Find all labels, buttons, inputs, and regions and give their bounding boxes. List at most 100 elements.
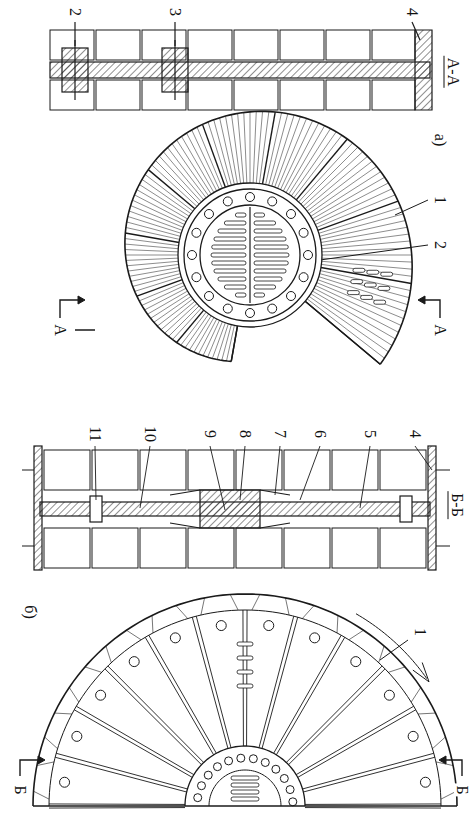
rim-stroke — [152, 606, 188, 633]
blade-line — [128, 264, 179, 271]
blade-line — [134, 195, 186, 222]
blade-hole — [378, 286, 390, 290]
blade-block — [140, 450, 186, 490]
blade-line — [194, 317, 214, 352]
hub-slot — [254, 253, 289, 257]
blade-block — [236, 528, 282, 568]
section-title: Б-Б — [448, 491, 465, 519]
rim-stroke — [349, 630, 384, 662]
blade-line — [155, 160, 199, 204]
blade-line — [181, 312, 206, 345]
hub-slot — [231, 776, 259, 780]
blade-line — [127, 261, 178, 265]
hub-bolt — [213, 763, 221, 771]
callout-number: а) — [432, 132, 448, 148]
hub-bolt — [287, 292, 296, 301]
blade-line — [238, 113, 244, 183]
callout-number: 7 — [272, 428, 288, 440]
blade-hole — [367, 270, 379, 274]
blade-block — [332, 528, 378, 568]
blade-line — [322, 258, 412, 262]
hub-bolt — [237, 754, 245, 762]
blade-block — [372, 30, 415, 60]
hub-slot — [254, 269, 286, 273]
blade-line — [142, 285, 185, 305]
hub-slot — [224, 221, 246, 225]
hub-bolt — [299, 228, 308, 237]
hub-slot — [254, 285, 276, 289]
blade-line — [197, 127, 222, 188]
spoke — [305, 804, 441, 808]
blade-line — [307, 299, 384, 358]
rotation-arrow — [356, 614, 427, 679]
hub-slot — [235, 293, 246, 297]
rim-stroke — [69, 667, 101, 702]
blade-line — [137, 190, 188, 219]
disc-outline — [125, 111, 412, 364]
blade-line — [315, 285, 401, 325]
blade-line — [126, 227, 180, 239]
blade-line — [214, 120, 232, 186]
blade-line — [189, 316, 211, 350]
blade-line — [320, 274, 410, 298]
hub-ring — [200, 205, 300, 305]
blade-line — [321, 268, 411, 284]
blade-line — [244, 113, 247, 184]
leader-line — [140, 446, 150, 508]
blade-block — [92, 528, 138, 568]
callout-number: А — [432, 322, 448, 338]
hub-ring — [185, 746, 305, 806]
blade-block — [50, 30, 94, 60]
blade-line — [208, 322, 223, 358]
section-title: А-А — [444, 56, 461, 88]
blade-line — [131, 271, 180, 282]
callout-number: 8 — [237, 428, 253, 440]
fan-wheel-a — [60, 111, 440, 364]
blade-line — [125, 250, 178, 252]
callout-number: 2 — [432, 239, 448, 251]
spoke — [192, 616, 231, 748]
callout-number: Б — [454, 783, 470, 796]
blade-line — [266, 113, 282, 185]
hub-slot — [214, 269, 246, 273]
blade-block — [380, 450, 426, 490]
blade-hole — [237, 684, 253, 688]
spoke — [243, 610, 247, 746]
hub-bolt — [197, 782, 205, 790]
rim-bolt — [60, 777, 70, 787]
blade-line — [296, 139, 347, 200]
blade-line — [137, 280, 182, 297]
hub-bolt — [225, 757, 233, 765]
blade-sections — [50, 30, 415, 110]
hub-slot — [235, 213, 246, 217]
callout-number: 10 — [142, 424, 158, 444]
blade-line — [320, 214, 404, 236]
hub-slot — [254, 213, 265, 217]
callout-number: 1 — [432, 194, 448, 206]
disc-outline — [33, 594, 457, 806]
rim-stroke — [45, 713, 72, 749]
blade-hole — [353, 268, 365, 272]
hub-bolt — [223, 197, 232, 206]
hub-ring — [184, 189, 316, 321]
blade-block — [96, 80, 140, 110]
blade-block — [188, 450, 234, 490]
hub-slot — [214, 237, 246, 241]
blade-line — [148, 291, 188, 314]
blade-line — [125, 233, 179, 242]
blade-hole — [364, 283, 376, 287]
callout-number: 5 — [362, 428, 378, 440]
hub-bolt — [304, 251, 313, 260]
blade-line — [148, 170, 195, 209]
hub-bolt — [192, 228, 201, 237]
blade-line — [227, 325, 235, 361]
callout-number: 4 — [404, 6, 420, 18]
rim-stroke — [302, 606, 338, 633]
blade-hole — [347, 291, 359, 295]
callout-number: Б — [12, 783, 28, 796]
hub-slot — [254, 245, 288, 249]
blade-line — [125, 244, 178, 249]
hub-slot — [231, 797, 259, 801]
blade-line — [208, 122, 228, 186]
